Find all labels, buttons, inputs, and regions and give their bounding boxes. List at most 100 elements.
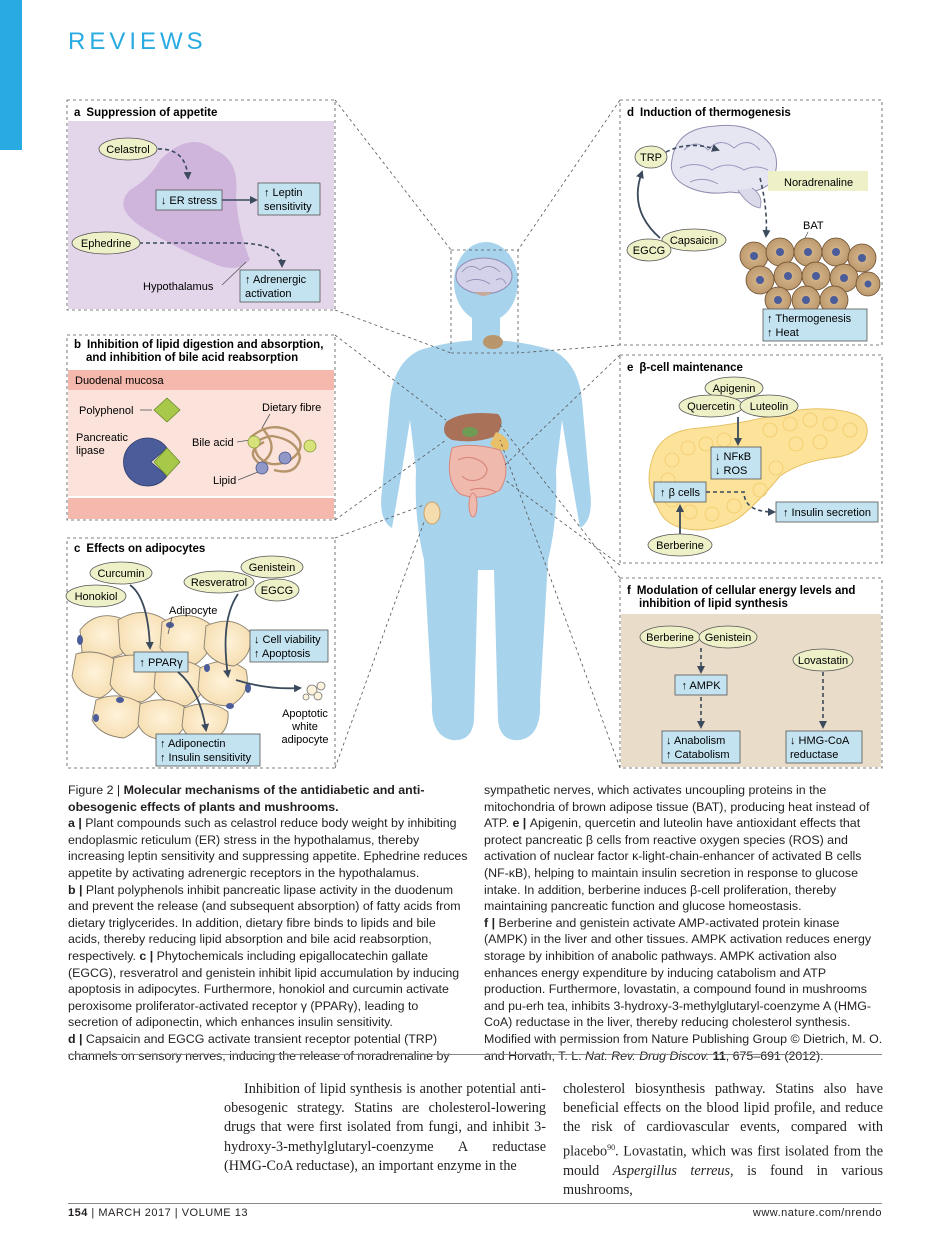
panel-e-title: β-cell maintenance: [639, 362, 743, 374]
polyphenol-label: Polyphenol: [79, 405, 133, 417]
adipose-patch-icon: [423, 501, 441, 525]
journal-url[interactable]: www.nature.com/nrendo: [752, 1207, 882, 1219]
er-stress-box: ↓ ER stress: [155, 189, 223, 211]
svg-text:↑ Heat: ↑ Heat: [767, 327, 799, 339]
caption-b: Plant polyphenols inhibit pancreatic lip…: [68, 882, 461, 963]
anabolism-catabolism-box: ↓ Anabolism ↑ Catabolism: [661, 730, 741, 764]
genistein-oval-f: Genistein: [698, 625, 758, 649]
svg-text:adipocyte: adipocyte: [281, 734, 328, 746]
brain-large-icon: [670, 124, 777, 209]
cell-viability-box: ↓ Cell viability ↑ Apoptosis: [249, 629, 329, 663]
luteolin-oval: Luteolin: [739, 394, 799, 418]
svg-text:Quercetin: Quercetin: [687, 401, 735, 413]
svg-text:Lovastatin: Lovastatin: [798, 655, 848, 667]
adipocyte-cluster-icon: [71, 612, 252, 743]
egcg-oval: EGCG: [254, 578, 300, 602]
svg-text:↑ PPARγ: ↑ PPARγ: [139, 657, 183, 669]
svg-text:↑ Adrenergic: ↑ Adrenergic: [245, 274, 307, 286]
caption-journal: Nat. Rev. Drug Discov.: [585, 1048, 710, 1063]
berberine-oval-f: Berberine: [639, 625, 701, 649]
bile-acid-label: Bile acid: [192, 437, 234, 449]
capsaicin-oval: Capsaicin: [661, 228, 727, 252]
ampk-box: ↑ AMPK: [674, 674, 728, 696]
svg-text:eβ-cell maintenance: e β-cell maintenance: [627, 362, 743, 374]
pancreatic-lipase-icon: [123, 437, 168, 487]
svg-text:↑ Insulin sensitivity: ↑ Insulin sensitivity: [160, 752, 252, 764]
section-color-tab: [0, 0, 22, 150]
panel-b-title: and inhibition of bile acid reabsorption: [86, 352, 298, 364]
ppar-gamma-box: ↑ PPARγ: [133, 651, 189, 673]
panel-f-letter: f: [627, 585, 631, 597]
panel-e-beta-cell-maintenance: e β-cell maintenance Apigenin Quercetin L…: [619, 354, 883, 564]
svg-text:Honokiol: Honokiol: [75, 591, 118, 603]
svg-text:reductase: reductase: [790, 749, 838, 761]
panel-a-title: Suppression of appetite: [86, 107, 217, 119]
svg-text:EGCG: EGCG: [633, 245, 665, 257]
svg-text:Ephedrine: Ephedrine: [81, 238, 131, 250]
nfkb-ros-box: ↓ NFκB ↓ ROS: [710, 446, 762, 480]
svg-text:Berberine: Berberine: [656, 540, 704, 552]
svg-text:lipase: lipase: [76, 445, 105, 457]
resveratrol-oval: Resveratrol: [183, 570, 255, 594]
svg-text:↑ Apoptosis: ↑ Apoptosis: [254, 648, 311, 660]
figure-caption-right: sympathetic nerves, which activates unco…: [484, 783, 883, 1063]
panel-d-title: Induction of thermogenesis: [640, 107, 791, 119]
adiponectin-box: ↑ Adiponectin ↑ Insulin sensitivity: [155, 733, 261, 767]
svg-text:↓ NFκB: ↓ NFκB: [715, 451, 751, 463]
honokiol-oval: Honokiol: [65, 584, 127, 608]
genistein-oval: Genistein: [240, 555, 304, 579]
svg-text:↓ ER stress: ↓ ER stress: [161, 195, 218, 207]
bat-depot-icon: [483, 335, 503, 349]
thermogenesis-box: ↑ Thermogenesis ↑ Heat: [762, 308, 868, 342]
svg-text:Apigenin: Apigenin: [713, 383, 756, 395]
bat-label: BAT: [803, 220, 824, 232]
section-header: REVIEWS: [68, 28, 207, 55]
svg-text:Luteolin: Luteolin: [750, 401, 789, 413]
reference-superscript: 90: [607, 1142, 616, 1152]
species-name: Aspergillus terreus: [612, 1162, 731, 1179]
caption-a: Plant compounds such as celastrol reduce…: [68, 816, 468, 880]
hypothalamus-label: Hypothalamus: [143, 281, 214, 293]
panel-c-title: Effects on adipocytes: [86, 543, 205, 555]
body-column-left: Inhibition of lipid synthesis is another…: [224, 1080, 546, 1176]
caption-d-left: Capsaicin and EGCG activate transient re…: [68, 1031, 450, 1063]
trp-oval: TRP: [634, 145, 668, 169]
caption-volume: 11: [712, 1048, 726, 1063]
dietary-fibre-label: Dietary fibre: [262, 402, 321, 414]
panel-e-letter: e: [627, 362, 633, 374]
svg-text:white: white: [291, 721, 318, 733]
svg-text:↑ β cells: ↑ β cells: [660, 487, 700, 499]
caption-d-right: sympathetic nerves, which activates unco…: [484, 783, 870, 831]
svg-text:Berberine: Berberine: [646, 632, 694, 644]
brain-icon: [455, 257, 513, 296]
svg-text:↑ Insulin secretion: ↑ Insulin secretion: [783, 507, 871, 519]
caption-c: Phytochemicals including epigallocatechi…: [68, 948, 460, 1030]
panel-d-letter: d: [627, 107, 634, 119]
svg-text:↓ Cell viability: ↓ Cell viability: [254, 634, 321, 646]
panel-f-title: inhibition of lipid synthesis: [639, 598, 788, 610]
celastrol-oval: Celastrol: [98, 137, 158, 161]
panel-b-letter: b: [74, 339, 81, 351]
svg-text:EGCG: EGCG: [261, 585, 293, 597]
svg-text:Apoptotic: Apoptotic: [282, 708, 328, 720]
noradrenaline-box: Noradrenaline: [768, 171, 868, 191]
body-column-right: cholesterol biosynthesis pathway. Statin…: [563, 1081, 883, 1198]
svg-text:↑ Leptin: ↑ Leptin: [264, 187, 303, 199]
abdominal-organs-icon: [444, 413, 509, 518]
curcumin-oval: Curcumin: [89, 561, 153, 585]
duodenal-mucosa-label: Duodenal mucosa: [75, 375, 165, 387]
svg-text:Genistein: Genistein: [705, 632, 751, 644]
svg-text:↑ Adiponectin: ↑ Adiponectin: [160, 738, 225, 750]
egcg-oval-d: EGCG: [626, 238, 672, 262]
svg-text:↑ Catabolism: ↑ Catabolism: [666, 749, 730, 761]
figure-caption-left: Figure 2 | Molecular mechanisms of the a…: [68, 783, 468, 1063]
svg-text:sensitivity: sensitivity: [264, 201, 312, 213]
insulin-secretion-box: ↑ Insulin secretion: [775, 501, 879, 523]
volume-number: VOLUME 13: [181, 1207, 248, 1219]
